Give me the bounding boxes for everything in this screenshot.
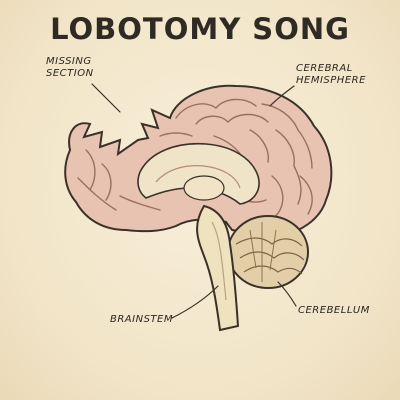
label-cerebellum: CEREBELLUM [298,305,370,316]
brainstem [196,204,240,332]
page-title: LOBOTOMY SONG [50,12,350,46]
label-cerebral-hemisphere: CEREBRAL HEMISPHERE [296,63,366,87]
label-cerebral-line2: HEMISPHERE [296,75,366,86]
corpus-callosum [137,142,260,205]
cerebellum [227,215,309,289]
label-missing-line1: MISSING [46,56,92,67]
leader-lines [91,83,297,319]
gyri-folds [77,98,313,223]
label-brainstem: BRAINSTEM [110,314,173,325]
label-cerebral-line1: CEREBRAL [296,63,353,74]
label-missing-line2: SECTION [46,68,94,79]
label-missing-section: MISSING SECTION [46,56,94,80]
